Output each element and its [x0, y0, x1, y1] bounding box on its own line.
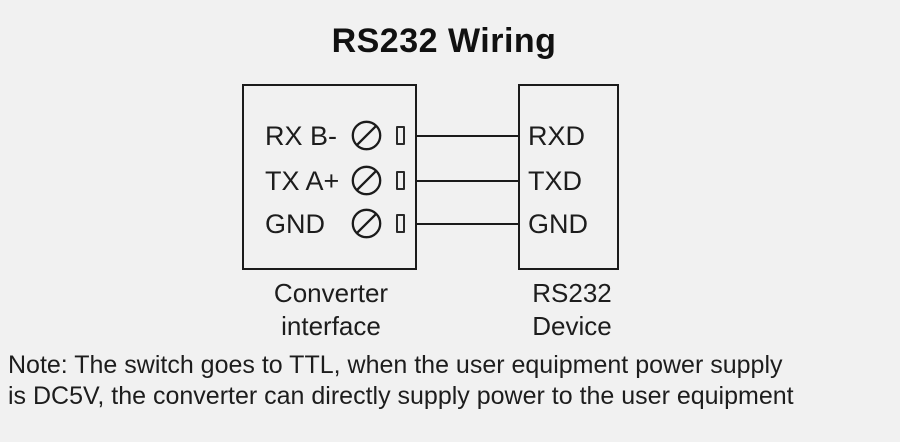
device-pin-label: GND: [528, 209, 588, 239]
wire-rxd: [416, 135, 519, 137]
converter-caption-line1: Converter: [273, 278, 389, 308]
note-line2: is DC5V, the converter can directly supp…: [8, 382, 794, 410]
note-text: Note: The switch goes to TTL, when the u…: [8, 350, 898, 412]
note-line1: Note: The switch goes to TTL, when the u…: [8, 351, 783, 379]
converter-interface-box: RX B- TX A+ GND: [242, 84, 417, 270]
terminal-slot-icon: [396, 214, 405, 233]
converter-pin-row-txa: TX A+: [244, 164, 415, 198]
device-box-caption: RS232 Device: [516, 277, 628, 343]
device-caption-line1: RS232: [532, 278, 612, 308]
device-caption-line2: Device: [532, 311, 612, 341]
converter-pin-row-rxb: RX B-: [244, 119, 415, 153]
converter-box-caption: Converter interface: [242, 277, 420, 343]
converter-pin-label: RX B-: [265, 121, 338, 151]
converter-pin-label: TX A+: [265, 166, 340, 196]
terminal-slot-icon: [396, 126, 405, 145]
wire-txd: [416, 180, 519, 182]
converter-pin-row-gnd: GND: [244, 207, 415, 241]
terminal-slot-icon: [396, 171, 405, 190]
converter-caption-line2: interface: [281, 311, 381, 341]
rs232-device-box: RXD TXD GND: [518, 84, 619, 270]
converter-pin-label: GND: [265, 209, 325, 239]
device-pin-label: RXD: [528, 121, 586, 151]
screw-terminal-icon: [351, 208, 382, 239]
page-title: RS232 Wiring: [331, 22, 557, 60]
screw-terminal-icon: [351, 120, 382, 151]
wire-gnd: [416, 223, 519, 225]
screw-terminal-icon: [351, 165, 382, 196]
device-pin-label: TXD: [528, 166, 582, 196]
